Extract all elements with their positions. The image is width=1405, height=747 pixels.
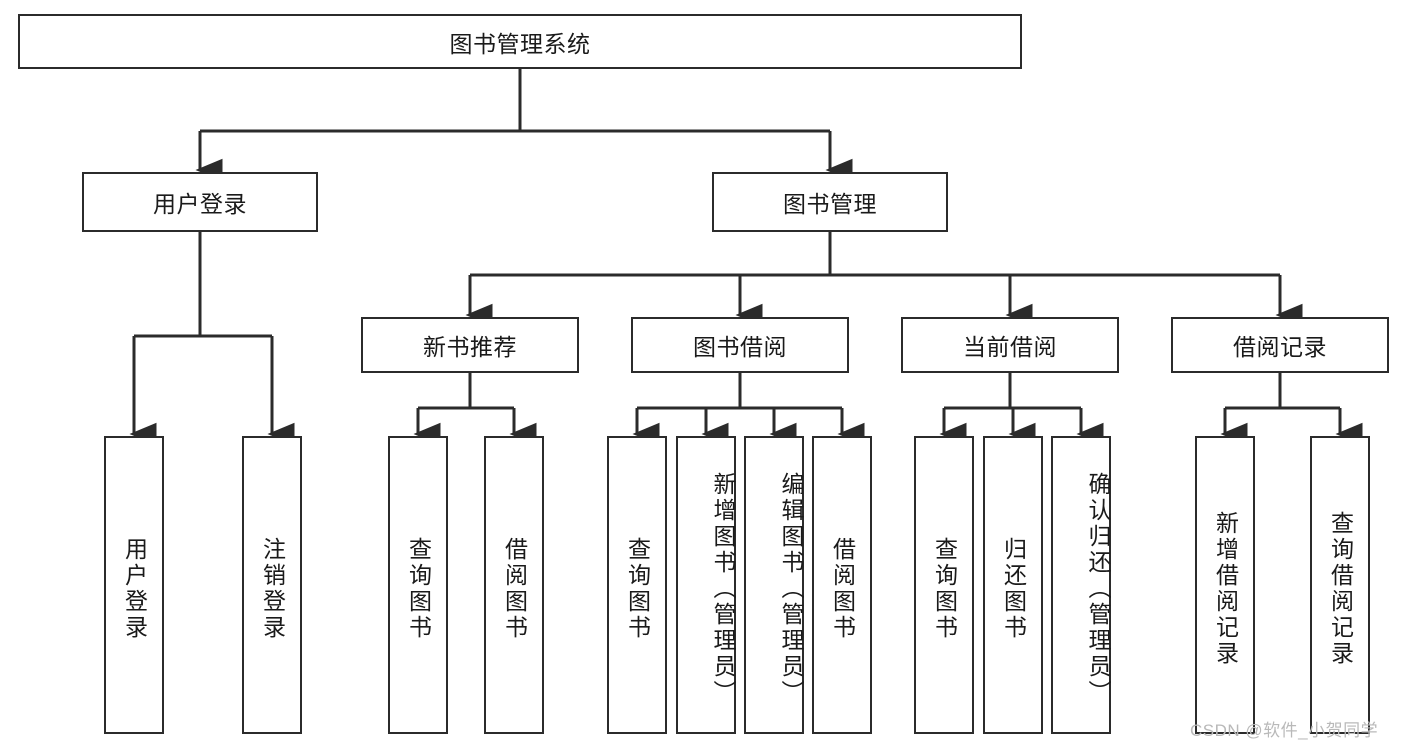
- node-level3-current-borrow[interactable]: 当前借阅: [901, 317, 1119, 373]
- node-leaf-confirm-return-admin[interactable]: 确认归还（管理员）: [1051, 436, 1111, 734]
- node-level2-user-login[interactable]: 用户登录: [82, 172, 318, 232]
- node-leaf-query-borrow-record[interactable]: 查询借阅记录: [1310, 436, 1370, 734]
- node-leaf-query-book-1[interactable]: 查询图书: [388, 436, 448, 734]
- node-level3-book-borrow[interactable]: 图书借阅: [631, 317, 849, 373]
- node-leaf-edit-book-admin[interactable]: 编辑图书（管理员）: [744, 436, 804, 734]
- node-leaf-add-borrow-record[interactable]: 新增借阅记录: [1195, 436, 1255, 734]
- node-level2-book-management[interactable]: 图书管理: [712, 172, 948, 232]
- edge-group: [129, 69, 1363, 446]
- node-leaf-logout[interactable]: 注销登录: [242, 436, 302, 734]
- node-leaf-borrow-book-1[interactable]: 借阅图书: [484, 436, 544, 734]
- node-root[interactable]: 图书管理系统: [18, 14, 1022, 69]
- node-leaf-add-book-admin[interactable]: 新增图书（管理员）: [676, 436, 736, 734]
- node-level3-new-book-recommend[interactable]: 新书推荐: [361, 317, 579, 373]
- node-leaf-user-login[interactable]: 用户登录: [104, 436, 164, 734]
- node-leaf-borrow-book-2[interactable]: 借阅图书: [812, 436, 872, 734]
- node-leaf-query-book-3[interactable]: 查询图书: [914, 436, 974, 734]
- node-leaf-query-book-2[interactable]: 查询图书: [607, 436, 667, 734]
- node-leaf-return-book[interactable]: 归还图书: [983, 436, 1043, 734]
- node-level3-borrow-records[interactable]: 借阅记录: [1171, 317, 1389, 373]
